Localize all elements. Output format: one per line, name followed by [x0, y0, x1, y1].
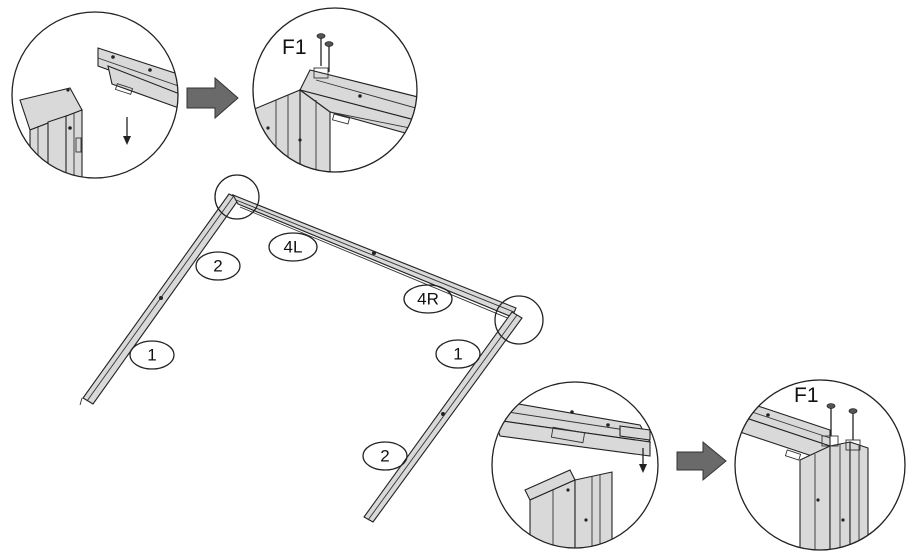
svg-text:2: 2: [213, 257, 222, 276]
screw-icon: [848, 408, 858, 440]
detail-top-before: [11, 11, 179, 179]
screw-icon: [324, 41, 334, 72]
corner-highlight-top: [214, 174, 260, 220]
part-label-4l: 4L: [268, 232, 318, 262]
svg-text:4R: 4R: [417, 290, 439, 309]
svg-text:4L: 4L: [284, 238, 303, 257]
part-label-2-right: 2: [362, 441, 408, 471]
fastener-label-f1-top: F1: [282, 36, 307, 59]
screw-icon: [826, 403, 836, 436]
part-label-4r: 4R: [403, 284, 453, 314]
part-label-1-right: 1: [435, 339, 481, 369]
part-label-1-left: 1: [129, 340, 175, 370]
detail-bottom-after: F1: [734, 379, 906, 551]
arrow-right-icon: [186, 76, 239, 120]
screw-icon: [316, 33, 326, 66]
svg-text:1: 1: [453, 345, 462, 364]
corner-highlight-right: [494, 295, 544, 345]
detail-top-after: F1: [252, 7, 418, 173]
svg-text:1: 1: [147, 346, 156, 365]
svg-text:2: 2: [380, 447, 389, 466]
fastener-label-f1-bottom: F1: [794, 384, 819, 407]
detail-bottom-before: [491, 381, 659, 549]
arrow-right-icon: [676, 440, 727, 482]
main-frame: [79, 174, 544, 523]
part-label-2-left: 2: [195, 251, 241, 281]
